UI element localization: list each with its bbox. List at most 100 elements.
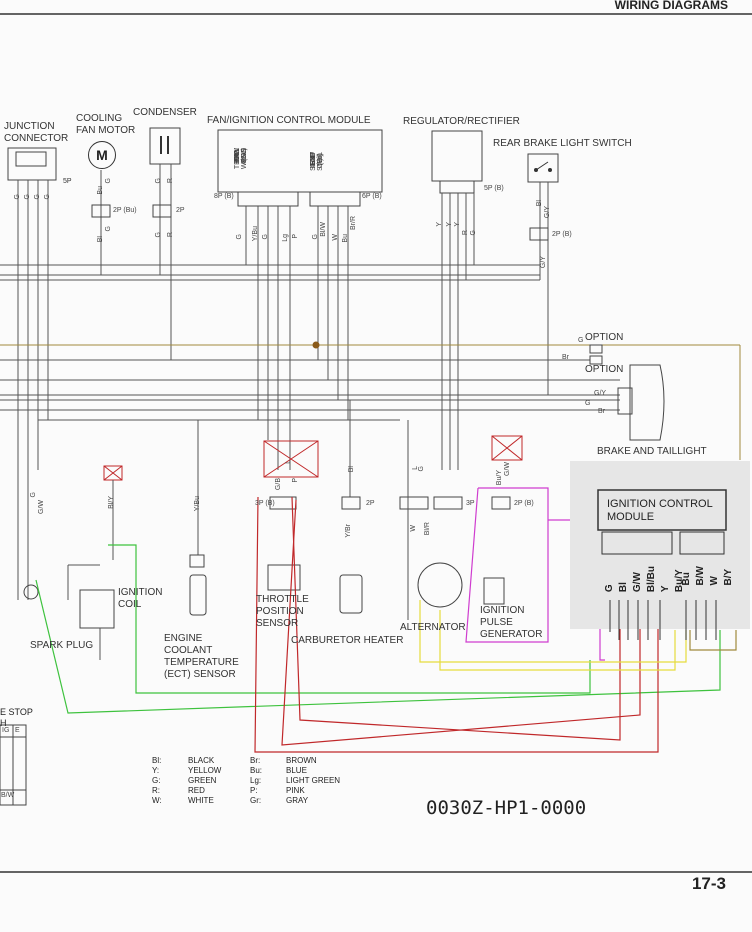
throttle-connector-label: 3P (B) (255, 500, 275, 507)
icm-right-pins: Bu B/W W B/Y (681, 566, 734, 585)
taillight-body (629, 364, 665, 441)
green-wire (108, 544, 591, 694)
legend-code: Br: (250, 756, 261, 765)
red-wire (254, 496, 659, 753)
junction-connector-block (7, 147, 57, 181)
icm-pin: Y (660, 585, 671, 593)
page-number: 17-3 (691, 874, 726, 893)
wire-code: G (585, 400, 591, 407)
throttle-sensor-label: THROTTLE POSITION SENSOR (256, 594, 309, 629)
legend-row: R: RED P: PINK (152, 786, 340, 796)
spark-plug-symbol (23, 584, 39, 600)
icm-pin: G (604, 584, 615, 593)
magenta-wire (465, 487, 549, 643)
junction-connector-label: JUNCTION CONNECTOR (4, 121, 69, 144)
junction-connector-pins: 5P (63, 178, 72, 185)
icm-pin: B/Y (723, 568, 734, 586)
throttle-sensor-body (267, 564, 301, 591)
kill-switch-col: E (15, 727, 20, 734)
ect-sensor-body (189, 574, 207, 616)
kill-switch-row: B/W (1, 792, 15, 799)
fan-connector (91, 204, 111, 218)
condenser-connector-label: 2P (176, 207, 185, 214)
condenser-box (149, 127, 181, 165)
legend-code: P: (250, 786, 258, 795)
legend-color: PINK (286, 786, 305, 795)
legend-color: LIGHT GREEN (286, 776, 341, 785)
icm-title: IGNITION CONTROL MODULE (607, 498, 713, 523)
legend-code: Bu: (250, 766, 263, 775)
wire-code: G/Y (594, 390, 607, 397)
carb-heater-label: CARBURETOR HEATER (291, 635, 404, 646)
module-left-connector-label: 8P (B) (214, 193, 234, 200)
rear-brake-switch-label: REAR BRAKE LIGHT SWITCH (493, 138, 632, 149)
kill-switch-grid (0, 724, 27, 806)
carb-connector-label: 2P (366, 500, 375, 507)
option-connector-2 (589, 355, 603, 365)
legend-color: BLUE (286, 766, 307, 775)
legend-code: Gr: (250, 796, 262, 805)
icm-pin: B/W (695, 566, 706, 586)
red-wire-3 (281, 499, 641, 746)
fan-ignition-module-box (217, 129, 383, 193)
brake-switch-connector (529, 227, 549, 241)
alternator-symbol (417, 562, 463, 608)
ect-sensor-label: ENGINE COOLANT TEMPERATURE (ECT) SENSOR (164, 633, 239, 680)
icm-pin: Bl (618, 582, 629, 593)
legend-code: W: (152, 796, 162, 805)
fuse-mark-3 (491, 435, 523, 461)
brake-taillight-label: BRAKE AND TAILLIGHT (597, 446, 707, 457)
legend-color: BLACK (188, 756, 215, 765)
ignition-coil-label: IGNITION COIL (118, 587, 163, 610)
engine-stop-switch-label: E STOP H (0, 707, 33, 728)
legend-row: Bl: BLACK Br: BROWN (152, 756, 340, 766)
yellow-wire-2 (439, 610, 676, 671)
legend-color: BROWN (286, 756, 317, 765)
condenser-connector (152, 204, 172, 218)
fan-connector-label: 2P (Bu) (113, 207, 137, 214)
option-label-2: OPTION (585, 364, 624, 375)
icm-pin: Bu (681, 572, 692, 586)
pulse-generator-label: IGNITION PULSE GENERATOR (480, 605, 543, 640)
page-header: WIRING DIAGRAMS (614, 0, 728, 12)
regulator-rectifier-label: REGULATOR/RECTIFIER (403, 116, 520, 127)
cooling-fan-motor-label: COOLING FAN MOTOR (76, 113, 136, 136)
legend-color: GRAY (286, 796, 309, 805)
legend-code: Y: (152, 766, 160, 775)
wire-code: G (578, 337, 584, 344)
icm-left-pins: G Bl G/W Bl/Bu Y Bu/Y (604, 566, 685, 592)
image-code: 0030Z-HP1-0000 (426, 797, 587, 819)
brake-switch-connector-label: 2P (B) (552, 231, 572, 238)
motor-icon: M (88, 141, 116, 169)
legend-code: Lg: (250, 776, 262, 785)
splice-point (312, 341, 320, 349)
green-wire-2 (35, 579, 721, 714)
legend-code: G: (152, 776, 161, 785)
legend-color: RED (188, 786, 205, 795)
ignition-coil-box (79, 589, 115, 629)
option-connector-1 (589, 344, 603, 354)
pulse-generator-body (483, 577, 505, 605)
legend-code: R: (152, 786, 160, 795)
icm-pin: Bl/Bu (646, 566, 657, 593)
wire-code: Br (562, 354, 569, 361)
pulse-connector-label: 2P (B) (514, 500, 534, 507)
olive-wire (689, 630, 737, 651)
wire-code: Br (598, 408, 605, 415)
carb-heater-body (339, 574, 363, 614)
module-right-connector-label: 6P (B) (362, 193, 382, 200)
yellow-wire (419, 600, 687, 663)
alternator-label: ALTERNATOR (400, 622, 466, 633)
rear-brake-switch-box (527, 153, 559, 183)
condenser-label: CONDENSER (133, 107, 197, 118)
fuse-mark-2 (263, 440, 319, 478)
fan-ignition-module-label: FAN/IGNITION CONTROL MODULE (207, 115, 371, 126)
option-label-1: OPTION (585, 332, 624, 343)
icm-pin: G/W (632, 572, 643, 593)
legend-code: Bl: (152, 756, 162, 765)
